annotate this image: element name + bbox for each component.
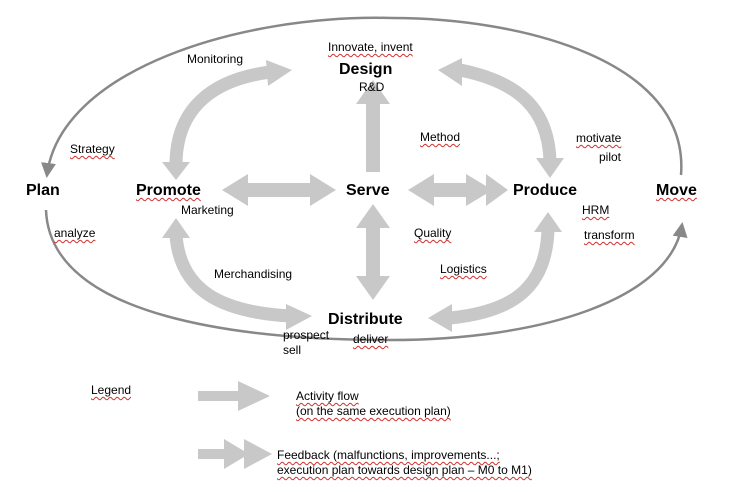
arrowhead-promote-end-top [162,162,190,180]
legend-activity-arrow [198,381,270,411]
label-prospect: prospect [283,328,330,342]
label-logistics: Logistics [440,262,487,276]
node-serve: Serve [346,182,390,199]
node-design: Design [339,61,393,78]
arrow-promote-design [169,65,271,166]
arrow-promote-distribute [169,234,291,323]
legend-feedback-line2: execution plan towards design plan – M0 … [277,463,532,477]
arrow-design-produce [458,63,557,161]
legend-title: Legend [91,383,132,397]
outer-cycle-right-arc [391,16,683,176]
outer-cycle-left-arc [41,16,393,178]
arrow-serve-to-design [356,80,390,172]
arrowhead-promote-bottom [162,218,190,238]
label-merchandising: Merchandising [214,267,293,281]
arrowhead-design-right [438,58,462,86]
arrow-promote-serve [222,174,336,206]
label-strategy: Strategy [70,142,115,156]
label-analyze: analyze [54,226,96,240]
arrow-serve-distribute [356,204,390,300]
label-monitoring: Monitoring [187,52,244,66]
label-deliver: deliver [353,332,389,346]
legend-feedback-arrow [198,439,272,469]
arrowhead-distribute-left [286,304,312,330]
label-innovate: Innovate, invent [328,40,413,54]
arrowhead-produce-top [536,158,564,178]
arrowhead-design-left [266,60,292,86]
label-quality: Quality [414,226,452,240]
legend-activity-line2: (on the same execution plan) [296,404,451,418]
node-promote: Promote [136,182,201,199]
node-produce: Produce [513,182,578,199]
label-transform: transform [584,228,635,242]
label-method: Method [420,130,461,144]
label-rnd: R&D [359,80,385,94]
arrow-serve-produce [408,174,508,206]
label-marketing: Marketing [181,203,234,217]
label-pilot: pilot [599,150,622,164]
legend-activity-line1: Activity flow [296,389,359,403]
legend-feedback-line1: Feedback (malfunctions, improvements...; [277,448,500,462]
label-hrm: HRM [582,203,610,217]
arrowhead-distribute-right [428,304,452,332]
label-motivate: motivate [576,131,622,145]
label-sell: sell [283,343,302,357]
node-distribute: Distribute [328,311,403,328]
node-plan: Plan [26,182,60,199]
arrowhead-produce-bottom [534,212,562,232]
node-move: Move [656,182,697,199]
arrow-produce-distribute [449,229,555,325]
outer-cycle-bottom-arc [44,209,688,342]
